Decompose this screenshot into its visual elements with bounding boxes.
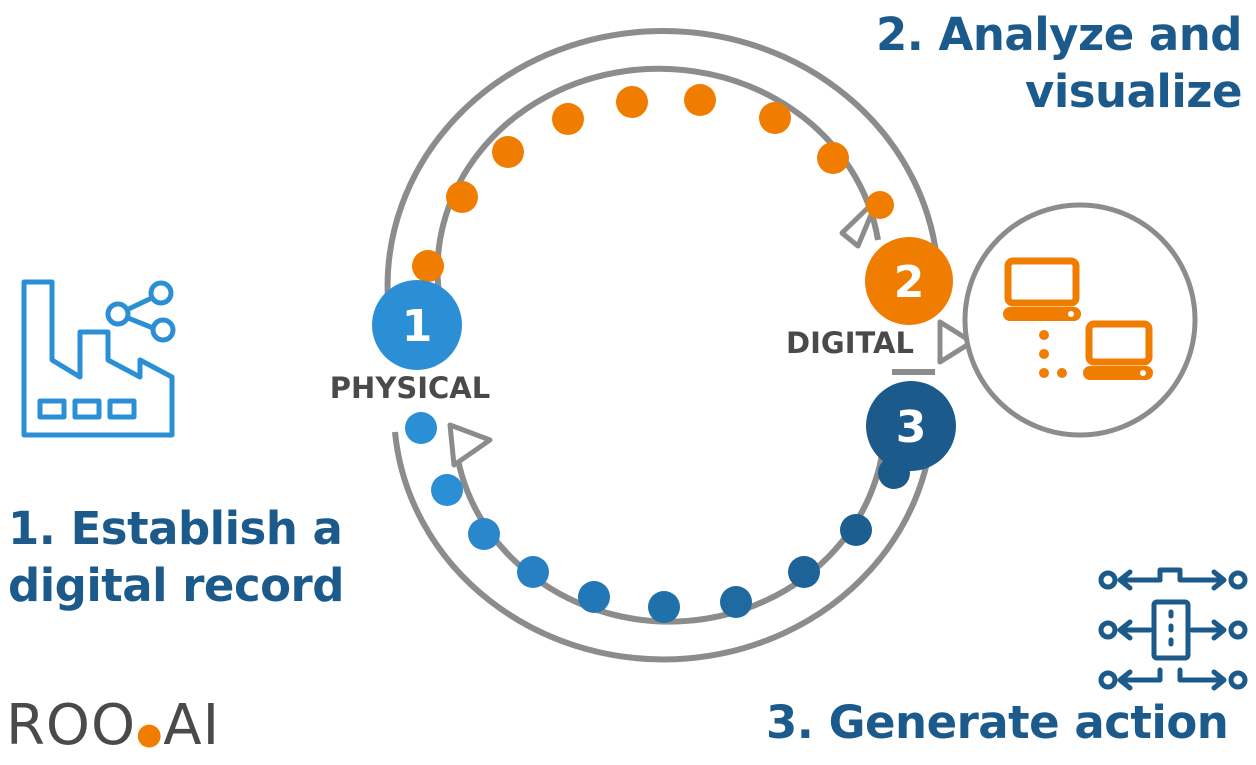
orange-dot [492,136,524,168]
blue-dot [648,591,680,623]
action-flow-icon [1098,567,1248,691]
orange-dot [616,86,648,118]
blue-dot [431,474,463,506]
lower-ring-band [392,387,937,663]
step-1-label: PHYSICAL [330,371,490,405]
orange-dot [817,142,849,174]
step-2-heading: 2. Analyze and visualize [875,6,1243,120]
orange-dot [759,102,791,134]
logo-separator-icon: ● [136,717,164,752]
step-3-circle [866,381,956,471]
orange-dot [412,250,444,282]
orange-data-dots [412,84,894,282]
step-2-circle [865,237,953,325]
upper-ring-band [384,28,941,301]
step-3-heading: 3. Generate action [766,696,1229,749]
factory-network-icon [21,279,176,438]
logo-right-text: AI [163,693,221,758]
step-2-number: 2 [894,257,925,308]
computers-bubble [962,202,1198,438]
orange-dot [866,191,894,219]
step-2-heading-line1: 2. Analyze and [875,8,1243,61]
blue-dot [788,556,820,588]
step-2-heading-line2: visualize [1024,65,1243,118]
orange-dot [552,103,584,135]
blue-dot [720,586,752,618]
networked-computers-icon [1003,257,1153,380]
step-1-heading: 1. Establish a digital record [8,500,344,614]
upper-ring-band-inner [434,65,881,301]
step-2-label: DIGITAL [786,326,914,360]
orange-dot [446,181,478,213]
logo-left-text: ROO [6,693,137,758]
arrowhead-to-physical [447,422,493,468]
step-3-number: 3 [896,402,927,453]
blue-dot [578,581,610,613]
lower-ring-band-inner [452,404,888,625]
step-1-circle [372,280,462,370]
step-1-heading-line2: digital record [8,559,344,612]
roo-ai-logo: ROO●AI [6,696,220,765]
orange-dot [684,84,716,116]
arrowhead-to-computers [937,319,975,365]
step-1-heading-line1: 1. Establish a [8,502,343,555]
blue-dot [517,556,549,588]
blue-dot [840,514,872,546]
step-1-number: 1 [402,301,433,352]
blue-dot [405,412,437,444]
blue-dot [468,518,500,550]
blue-data-dots [405,412,910,623]
